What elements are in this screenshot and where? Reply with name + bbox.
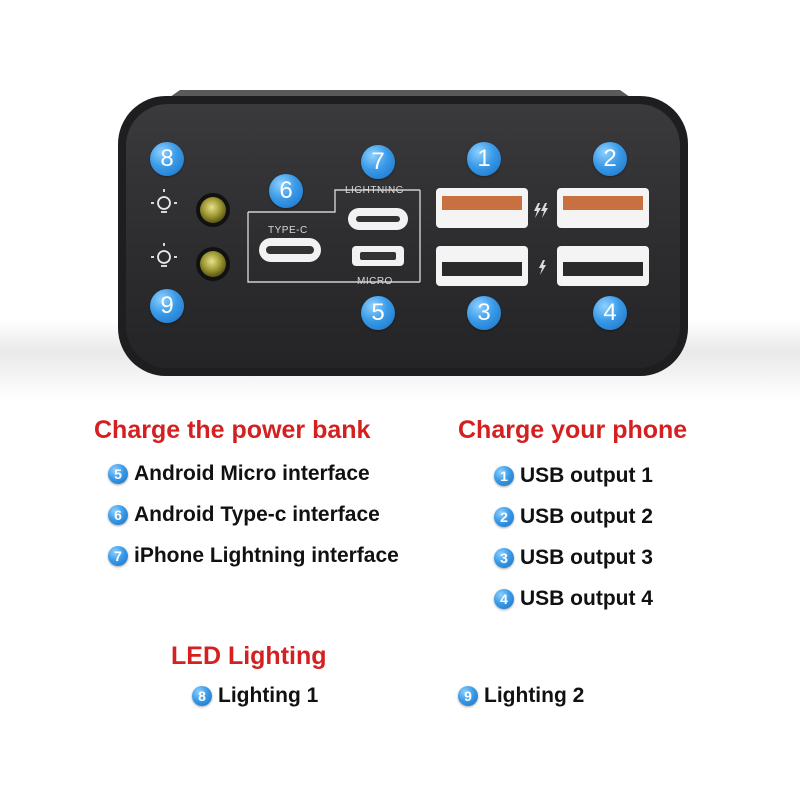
badge-7: 7 xyxy=(361,145,395,179)
flashlight-icon xyxy=(151,189,177,213)
item-label: USB output 2 xyxy=(520,505,653,528)
badge-4: 4 xyxy=(593,296,627,330)
item-label: Lighting 2 xyxy=(484,684,585,707)
badge-3: 3 xyxy=(467,296,501,330)
badge-8: 8 xyxy=(150,142,184,176)
usb-port-2 xyxy=(557,188,649,228)
item-label: Android Micro interface xyxy=(134,462,370,485)
fast-charge-icon xyxy=(534,203,548,218)
charge-icon xyxy=(539,260,546,275)
micro-label: MICRO xyxy=(357,276,393,287)
usb-port-4 xyxy=(557,246,649,286)
number-badge: 2 xyxy=(494,507,514,527)
number-badge: 8 xyxy=(192,686,212,706)
number-badge: 6 xyxy=(108,505,128,525)
item-label: iPhone Lightning interface xyxy=(134,544,399,567)
charge-bank-heading: Charge the power bank xyxy=(94,416,371,444)
item-label: USB output 3 xyxy=(520,546,653,569)
item-label: Lighting 1 xyxy=(218,684,319,707)
list-item: 6 Android Type-c interface xyxy=(108,503,380,527)
charge-phone-heading: Charge your phone xyxy=(458,416,688,444)
list-item: 3 USB output 3 xyxy=(494,546,653,570)
number-badge: 1 xyxy=(494,466,514,486)
number-badge: 7 xyxy=(108,546,128,566)
badge-2: 2 xyxy=(593,142,627,176)
number-badge: 4 xyxy=(494,589,514,609)
item-label: Android Type-c interface xyxy=(134,503,380,526)
item-label: USB output 1 xyxy=(520,464,653,487)
number-badge: 9 xyxy=(458,686,478,706)
list-item: 8 Lighting 1 xyxy=(192,684,318,708)
badge-5: 5 xyxy=(361,296,395,330)
item-label: USB output 4 xyxy=(520,587,653,610)
badge-1: 1 xyxy=(467,142,501,176)
number-badge: 5 xyxy=(108,464,128,484)
number-badge: 3 xyxy=(494,548,514,568)
usb-port-1 xyxy=(436,188,528,228)
list-item: 1 USB output 1 xyxy=(494,464,653,488)
list-item: 9 Lighting 2 xyxy=(458,684,584,708)
list-item: 4 USB output 4 xyxy=(494,587,653,611)
usb-port-3 xyxy=(436,246,528,286)
type-c-label: TYPE-C xyxy=(268,225,308,236)
flashlight-icon xyxy=(151,243,177,267)
list-item: 5 Android Micro interface xyxy=(108,462,370,486)
lightning-label: LIGHTNING xyxy=(345,185,404,196)
led-heading: LED Lighting xyxy=(171,642,327,670)
badge-9: 9 xyxy=(150,289,184,323)
power-bank-illustration xyxy=(0,90,800,400)
list-item: 7 iPhone Lightning interface xyxy=(108,544,399,568)
badge-6: 6 xyxy=(269,174,303,208)
list-item: 2 USB output 2 xyxy=(494,505,653,529)
